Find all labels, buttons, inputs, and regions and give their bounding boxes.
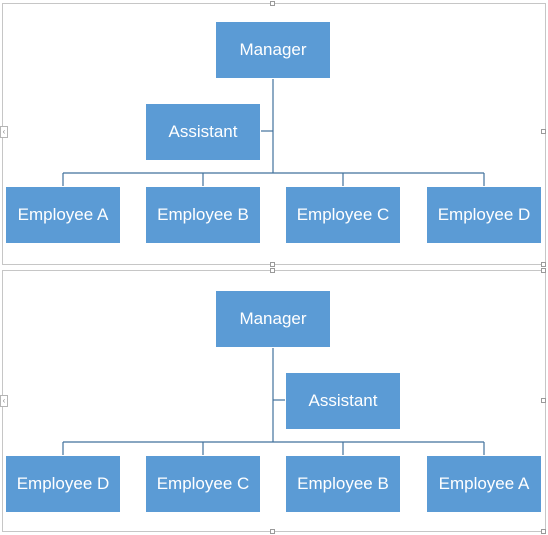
employee-node[interactable]: Employee A <box>5 186 121 244</box>
text-pane-toggle-tab[interactable]: ‹ <box>0 395 8 407</box>
chevron-left-icon: ‹ <box>2 127 6 136</box>
resize-handle-corner-bottom-right[interactable] <box>541 262 546 267</box>
resize-handle-top[interactable] <box>270 268 275 273</box>
assistant-node[interactable]: Assistant <box>285 372 401 430</box>
employee-node[interactable]: Employee A <box>426 455 542 513</box>
manager-node[interactable]: Manager <box>215 290 331 348</box>
resize-handle-right[interactable] <box>541 398 546 403</box>
resize-handle-corner-bottom-right[interactable] <box>541 529 546 534</box>
chevron-left-icon: ‹ <box>2 396 6 405</box>
employee-node[interactable]: Employee B <box>285 455 401 513</box>
text-pane-toggle-tab[interactable]: ‹ <box>0 126 8 138</box>
employee-node[interactable]: Employee B <box>145 186 261 244</box>
resize-handle-bottom[interactable] <box>270 262 275 267</box>
resize-handle-corner-top-right[interactable] <box>541 268 546 273</box>
resize-handle-right[interactable] <box>541 129 546 134</box>
resize-handle-top[interactable] <box>270 1 275 6</box>
employee-node[interactable]: Employee D <box>426 186 542 244</box>
resize-handle-bottom[interactable] <box>270 529 275 534</box>
employee-node[interactable]: Employee C <box>145 455 261 513</box>
employee-node[interactable]: Employee C <box>285 186 401 244</box>
manager-node[interactable]: Manager <box>215 21 331 79</box>
employee-node[interactable]: Employee D <box>5 455 121 513</box>
assistant-node[interactable]: Assistant <box>145 103 261 161</box>
